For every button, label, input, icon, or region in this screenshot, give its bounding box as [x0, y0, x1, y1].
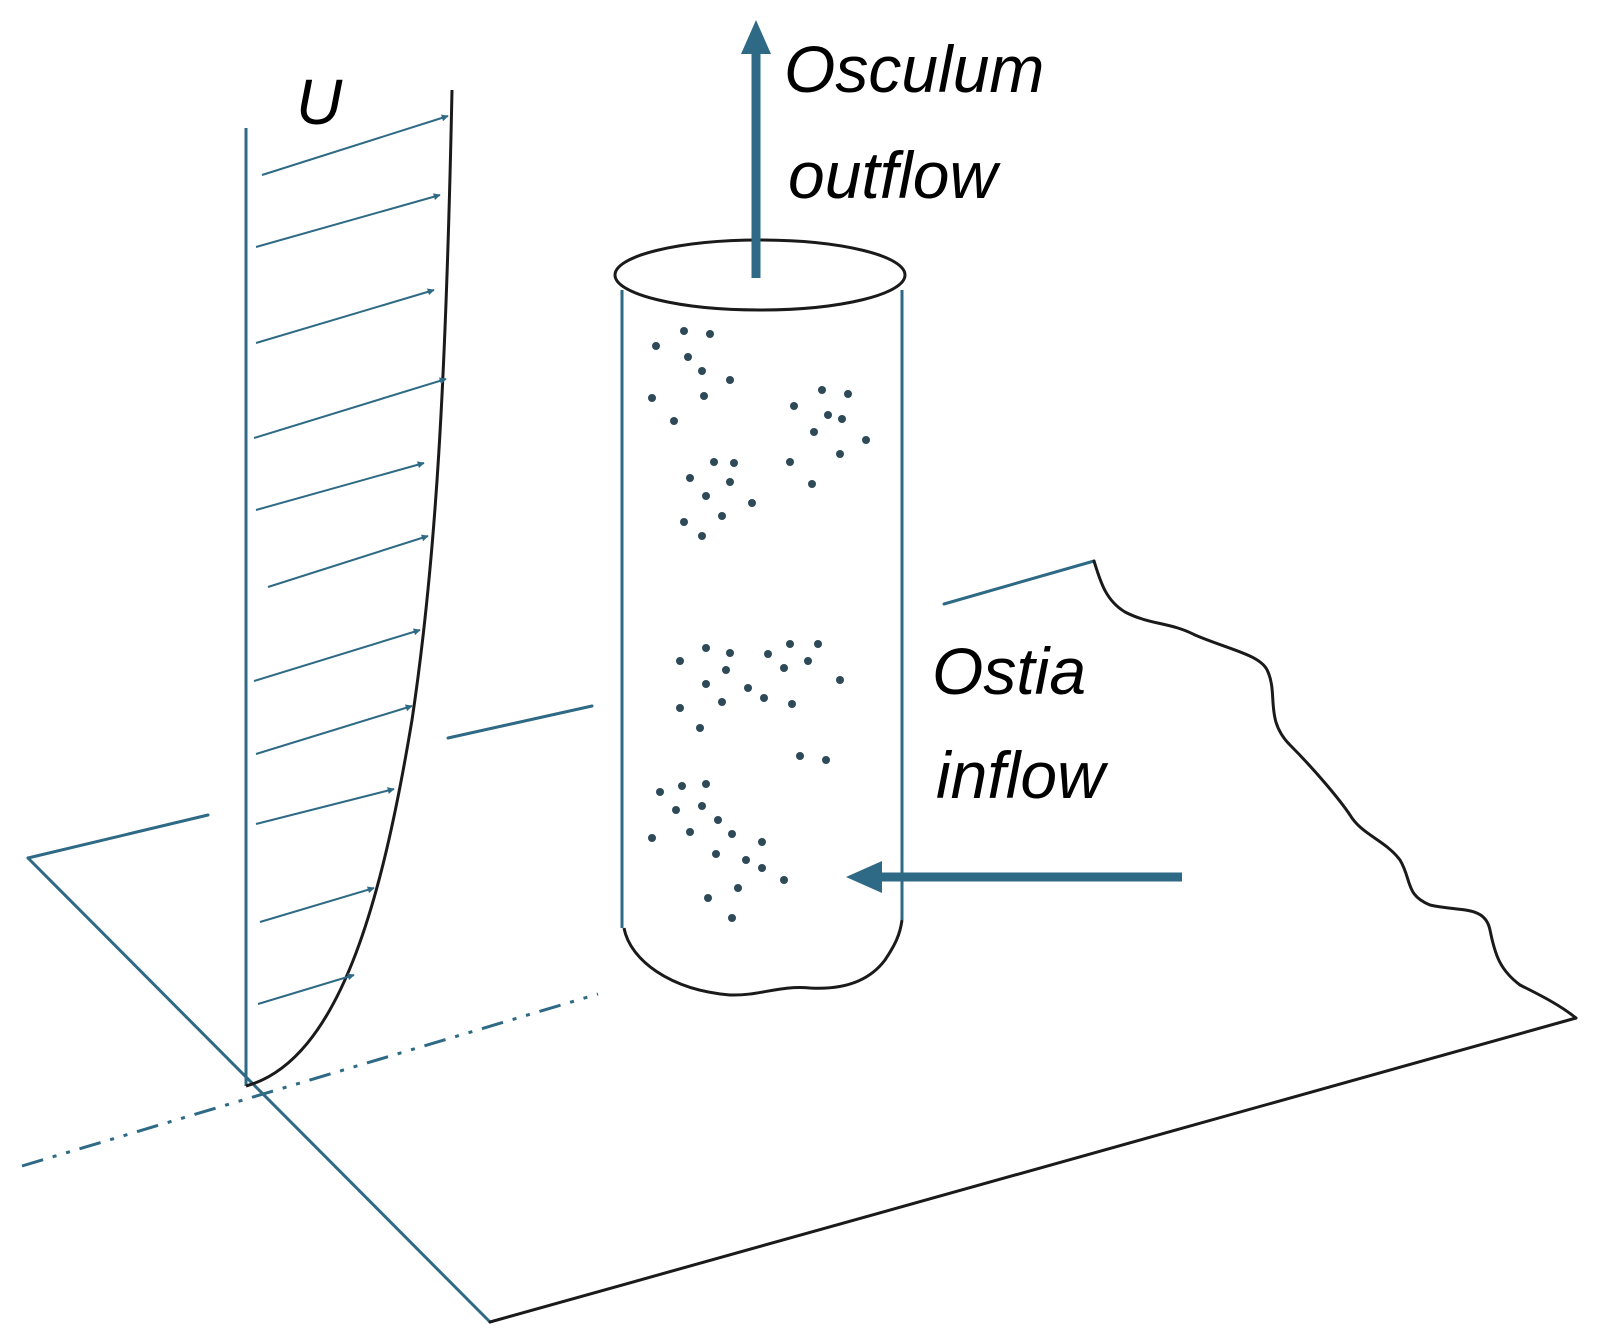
ground-plane [26, 559, 1578, 1324]
velocity-profile-curve [245, 89, 454, 1088]
velocity-arrow [253, 377, 447, 439]
velocity-arrow [255, 704, 413, 755]
velocity-arrow [267, 534, 429, 588]
dash-dot-axis [21, 992, 599, 1168]
osculum-label-line1: Osculum [784, 32, 1044, 106]
boundary-layer-axes [21, 128, 599, 1168]
ostia-label-line2: inflow [936, 738, 1109, 812]
velocity-arrow [255, 288, 435, 344]
ground-left-edge [26, 856, 492, 1324]
osculum-label-line2: outflow [788, 138, 1001, 212]
velocity-label: U [296, 66, 343, 138]
cylinder-base [622, 919, 904, 997]
ground-back-edge-mid [446, 704, 594, 740]
ostia-label-line1: Ostia [932, 634, 1086, 708]
ground-front-edge [488, 1016, 1578, 1324]
velocity-arrow [253, 628, 421, 682]
osculum-outflow-arrow [741, 20, 771, 278]
ostia-pores [648, 327, 870, 922]
velocity-arrow [255, 787, 395, 825]
velocity-arrow [255, 193, 441, 248]
sponge-cylinder [613, 238, 907, 997]
velocity-arrow [255, 461, 425, 511]
velocity-arrows [253, 114, 449, 1005]
velocity-arrow [259, 886, 375, 923]
ground-back-edge-right [942, 559, 1096, 606]
velocity-arrow [257, 973, 355, 1005]
ground-rough-edge [1092, 559, 1578, 1020]
ground-back-edge [26, 813, 210, 860]
ostia-inflow-arrow [846, 861, 1182, 893]
velocity-arrow [261, 114, 449, 176]
